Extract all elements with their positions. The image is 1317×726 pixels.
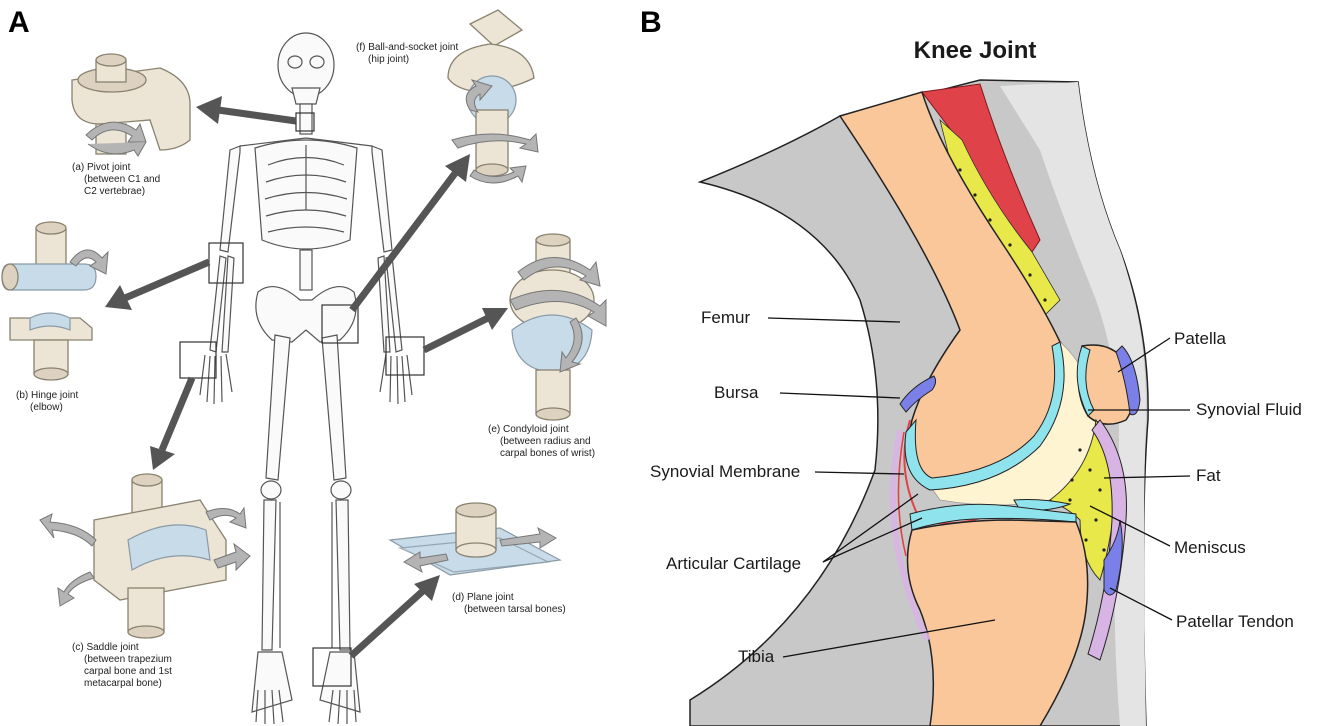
plane-joint-illustration [390, 503, 560, 575]
label-meniscus: Meniscus [1174, 538, 1246, 557]
svg-text:C2 vertebrae): C2 vertebrae) [84, 186, 145, 197]
svg-text:carpal bones of wrist): carpal bones of wrist) [500, 448, 595, 459]
svg-text:(e) Condyloid joint: (e) Condyloid joint [488, 424, 569, 435]
svg-text:(between C1 and: (between C1 and [84, 174, 160, 185]
label-fat: Fat [1196, 466, 1221, 485]
svg-text:(elbow): (elbow) [30, 402, 63, 413]
label-femur: Femur [701, 308, 750, 327]
svg-text:(f) Ball-and-socket joint: (f) Ball-and-socket joint [356, 42, 458, 53]
label-synovial-membrane: Synovial Membrane [650, 462, 800, 481]
label-patellar-tendon: Patellar Tendon [1176, 612, 1294, 631]
hinge-joint-illustration [2, 222, 108, 380]
svg-text:(a) Pivot joint: (a) Pivot joint [72, 162, 131, 173]
plane-joint-label: (d) Plane joint (between tarsal bones) [452, 592, 566, 615]
knee-title: Knee Joint [914, 37, 1037, 64]
box-wrist [386, 337, 424, 375]
svg-text:(b) Hinge joint: (b) Hinge joint [16, 390, 78, 401]
panel-b-letter: B [640, 6, 662, 39]
skeleton [200, 33, 412, 724]
svg-text:(d) Plane joint: (d) Plane joint [452, 592, 514, 603]
condyloid-joint-label: (e) Condyloid joint (between radius and … [488, 424, 595, 459]
pivot-joint-illustration [72, 54, 190, 156]
saddle-joint-label: (c) Saddle joint (between trapezium carp… [72, 642, 172, 689]
hinge-joint-label: (b) Hinge joint (elbow) [16, 390, 78, 413]
svg-text:(c) Saddle joint: (c) Saddle joint [72, 642, 139, 653]
knee-diagram [690, 80, 1148, 726]
ball-socket-joint-illustration [448, 10, 538, 183]
svg-text:(between radius and: (between radius and [500, 436, 591, 447]
svg-text:metacarpal bone): metacarpal bone) [84, 678, 162, 689]
pivot-joint-label: (a) Pivot joint (between C1 and C2 verte… [72, 162, 160, 197]
svg-text:(between tarsal bones): (between tarsal bones) [464, 604, 566, 615]
label-synovial-fluid: Synovial Fluid [1196, 400, 1302, 419]
ball-socket-joint-label: (f) Ball-and-socket joint (hip joint) [356, 42, 458, 65]
svg-text:carpal bone and 1st: carpal bone and 1st [84, 666, 172, 677]
label-patella: Patella [1174, 329, 1227, 348]
panel-a-letter: A [8, 6, 30, 39]
svg-text:(hip joint): (hip joint) [368, 54, 409, 65]
label-bursa: Bursa [714, 383, 759, 402]
label-articular-cartilage: Articular Cartilage [666, 554, 801, 573]
svg-text:(between trapezium: (between trapezium [84, 654, 172, 665]
saddle-joint-illustration [40, 474, 250, 638]
condyloid-joint-illustration [510, 234, 606, 420]
label-tibia: Tibia [738, 647, 775, 666]
